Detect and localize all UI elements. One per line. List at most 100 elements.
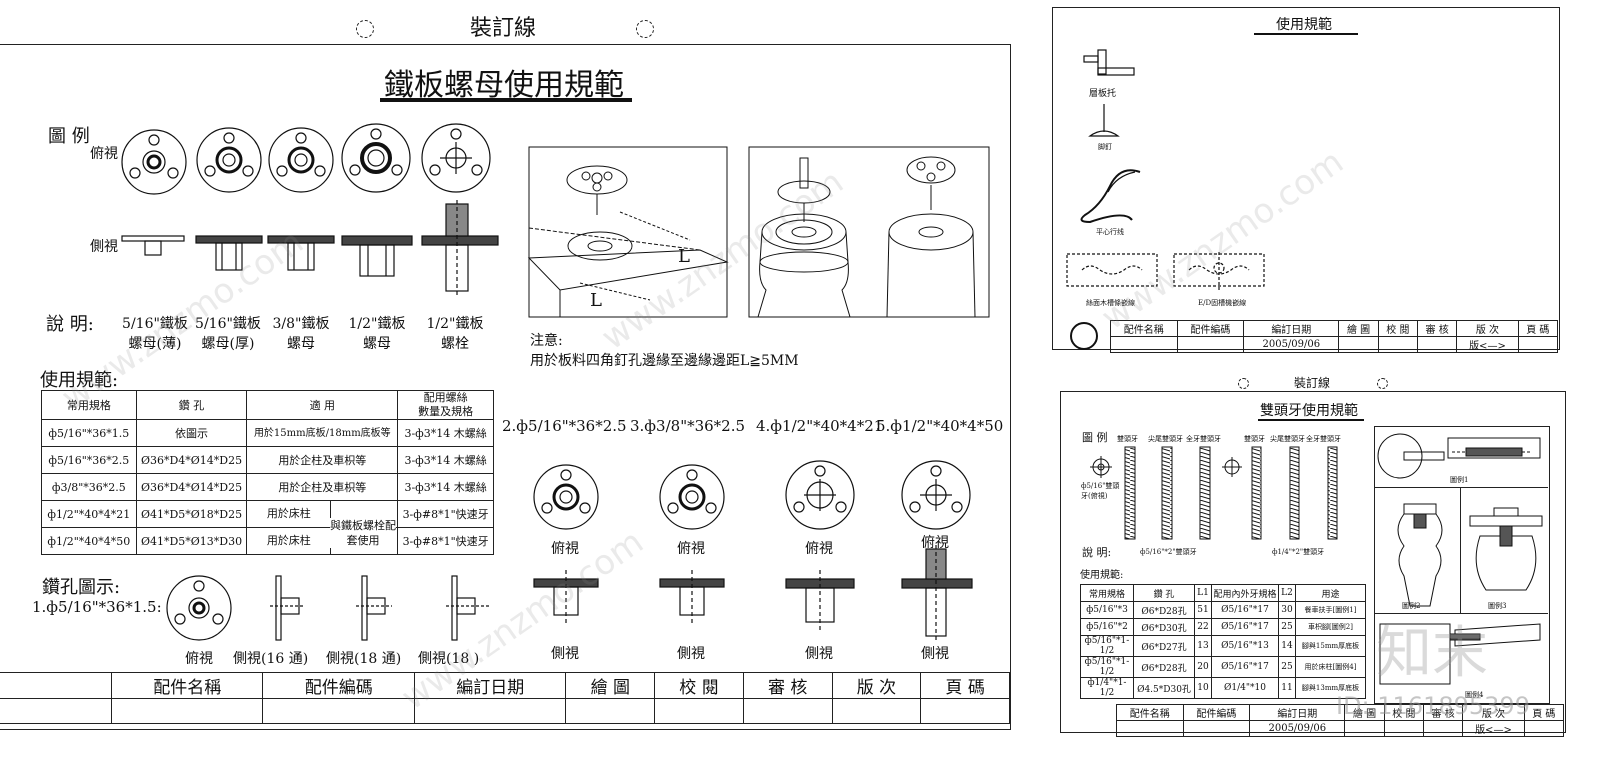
left-title-block: 配件名稱 配件編碼 編訂日期 繪 圖 校 閱 審 核 版 次 頁 碼 [0,672,1010,724]
rb-binding-line: 裝訂線 [1294,376,1331,390]
binding-circle-left [356,20,374,38]
drill-view-4: 側視(18 ) [418,651,480,667]
side-3 [267,235,335,271]
side-2 [195,235,263,271]
drill-view-2: 側視(16 通) [233,651,309,667]
screw-6 [1327,446,1338,540]
drill-top [166,575,232,641]
screw-label-5: 尖尾雙頭牙 [1270,435,1305,443]
title-block-cell: 配件名稱 [1110,320,1178,337]
fig-panel-frame [1374,426,1550,704]
fig-label-4: 圖例4 [1465,691,1484,699]
double-screws [1090,446,1338,540]
screw-4 [1251,446,1262,540]
drill-view-1: 俯視 [185,651,213,667]
table-cell: 3-ф#8*1"快速牙 [397,527,494,555]
table-cell: Ø6*D28孔 [1133,656,1195,678]
title-block-cell: 審 核 [1416,320,1458,337]
part-label-4: 1/2"鐵板螺母 [348,316,406,352]
table-cell: ф5/16"*1-1/2 [1080,656,1134,678]
table-cell: 用於床柱 [247,528,332,554]
plate-top-4 [341,123,411,193]
rb-usage-label: 使用規範: [1080,570,1124,581]
top-view-label: 俯視 [90,146,118,162]
table-cell: 用於床柱[圖例4] [1295,656,1366,678]
table-cell: Ø41*D5*Ø13*D30 [135,527,248,555]
l-curve-icon [1080,169,1141,224]
drill-label: 鑽孔圖示: [42,577,121,598]
fig-label-1: 圖例1 [1450,476,1469,484]
side-1 [121,235,185,256]
item3-side-label: 側視 [677,646,705,662]
table-cell: Ø6*D30孔 [1133,618,1195,636]
item3-side [659,570,725,625]
table-cell: 25 [1278,656,1296,678]
binding-line-label: 裝訂線 [470,16,537,41]
item2-side-label: 側視 [551,646,579,662]
title-block-version: 版<—> [1462,720,1525,737]
side-4 [341,235,413,277]
table-cell: 14 [1278,635,1296,657]
title-block-row: 2005/09/06 版<—> [1116,720,1565,737]
table-row: ф3/8"*36*2.5 Ø36*D4*Ø14*D25 用於企柱及車枳等 3-ф… [41,473,494,501]
label-nail: 脚釘 [1098,143,1112,151]
table-cell: 腳與13mm厚底板 [1295,677,1366,699]
table-cell: ф1/2"*40*4*50 [41,527,137,555]
item4-top [785,460,855,530]
spec-item-4: 4.ф1/2"*40*4*21 [756,417,884,435]
spec-item-2: 2.ф5/16"*36*2.5 [502,417,627,435]
table-cell: 依圖示 [135,419,248,447]
table-cell: 餐車扶手[圖例1] [1295,601,1366,619]
title-underline [380,98,632,102]
legend-label: 圖 例 [48,126,90,147]
part-label-3: 3/8"鐵板螺母 [272,316,330,352]
table-cell: Ø36*D4*Ø14*D25 [135,473,248,501]
table-cell: 用於企柱及車枳等 [246,446,399,474]
title-block-cell: 編訂日期 [413,672,567,699]
company-logo [1070,322,1098,350]
spec-header-cell: 常用規格 [41,390,137,420]
note-text: 用於板料四角釘孔邊緣至邊緣邊距L≧5MM [530,353,799,369]
title-block-cell: 編訂日期 [1243,320,1340,337]
top-view-plates [121,123,491,195]
screw-3 [1199,446,1211,540]
right-top-title-block: 配件名稱 配件編碼 編訂日期 繪 圖 校 閱 審 核 版 次 頁 碼 2005/… [1110,320,1559,353]
usage-label: 使用規範: [40,370,119,391]
table-cell: 腳與15mm厚底板 [1295,635,1366,657]
drill-diagram [166,575,490,641]
title-block-date: 2005/09/06 [1249,720,1346,737]
rb-binding-circle-right [1377,378,1388,389]
binding-circle-right [636,20,654,38]
title-block-cell: 編訂日期 [1249,704,1346,721]
table-cell: 10 [1194,677,1212,699]
table-cell: 13 [1194,635,1212,657]
title-block-cell: 繪 圖 [1338,320,1379,337]
fig-drawings [1377,433,1543,685]
molding-b-icon [1173,252,1265,290]
rb-top-view-note: ф5/16"雙頭牙(俯視) [1081,482,1120,500]
left-sheet-frame [0,44,1011,730]
fig1 [1377,433,1541,479]
table-cell: Ø5/16"*13 [1211,635,1279,657]
dim-label-l-2: L [590,290,602,311]
rb-desc-a: ф5/16"*2"雙頭牙 [1140,548,1197,556]
shelf-support-icon [1083,49,1135,76]
perspective-diagram-legs [748,146,990,318]
title-block-cell: 版 次 [831,672,922,699]
table-cell: 30 [1278,601,1296,619]
right-top-title-underline [1254,33,1358,35]
fig-panel-divider-1 [1374,487,1548,488]
table-cell: Ø5/16"*17 [1211,656,1279,678]
drill-item: 1.ф5/16"*36*1.5: [32,598,162,616]
table-cell: 51 [1194,601,1212,619]
title-block-cell: 配件名稱 [110,672,264,699]
rb-header-cell: 常用規格 [1080,584,1134,602]
watermark-id: ID: 1161895399 [1336,692,1530,720]
title-block-cell: 配件編碼 [1176,320,1245,337]
drill-side-16 [270,575,305,641]
spec-item-views [533,460,973,640]
dim-label-l-1: L [678,246,690,267]
spec-header-cell: 適 用 [246,390,399,420]
molding-a-icon [1066,253,1158,287]
screw-label-3: 全牙雙頭牙 [1186,435,1221,443]
